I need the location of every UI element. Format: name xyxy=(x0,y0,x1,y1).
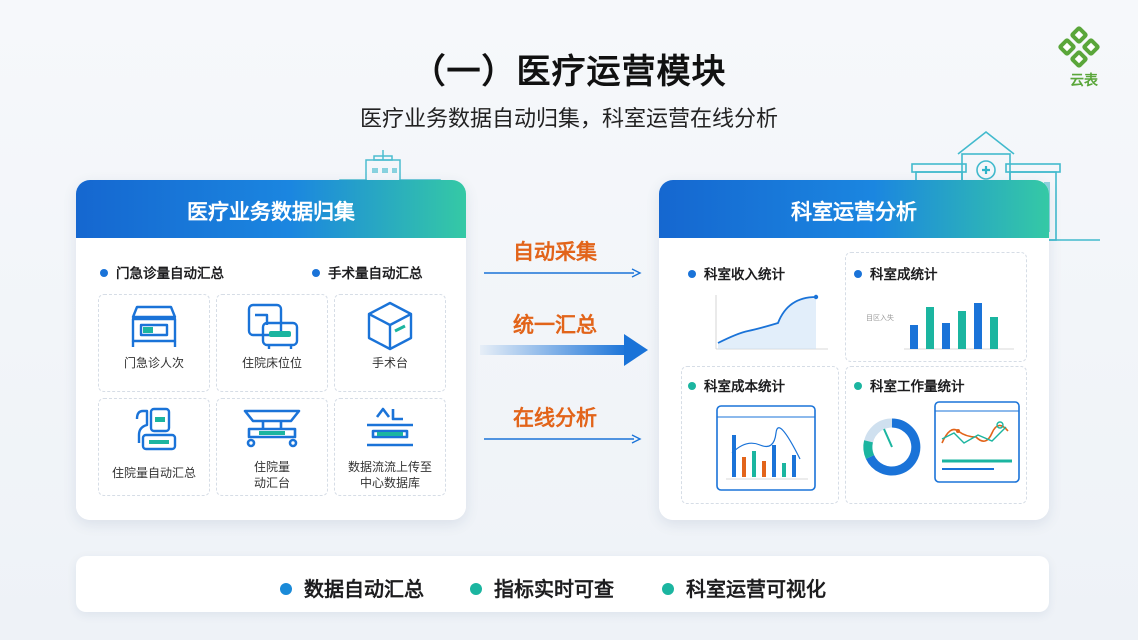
item-card-operating[interactable]: 住院量 动汇台 xyxy=(216,398,328,496)
workload-line-chart xyxy=(934,401,1020,483)
bullet-dot xyxy=(662,582,674,595)
item-card-outpatient[interactable]: 门急诊人次 xyxy=(98,294,210,392)
item-label: 住院床位位 xyxy=(241,356,302,370)
bullet-dot xyxy=(854,270,862,278)
footer-item-visualization: 科室运营可视化 xyxy=(662,573,826,602)
thin-arrow-icon xyxy=(484,434,642,444)
bullet-dot xyxy=(688,382,696,390)
right-panel-title: 科室运营分析 xyxy=(791,200,917,224)
section-title-text: 门急诊量自动汇总 xyxy=(116,266,224,282)
item-label: 住院量 动汇台 xyxy=(253,460,290,490)
card-title-text: 科室成统计 xyxy=(870,267,938,283)
cost-combo-chart xyxy=(716,405,816,491)
cost-bar-chart xyxy=(904,303,1014,350)
section-title-text: 手术量自动汇总 xyxy=(328,266,423,282)
card-title: 科室工作量统计 xyxy=(854,375,965,395)
item-label: 数据流流上传至 中心数据库 xyxy=(347,460,432,490)
income-line-chart xyxy=(715,294,828,350)
item-label: 门急诊人次 xyxy=(123,356,184,370)
workload-donut-chart xyxy=(863,418,921,476)
footer-item-realtime: 指标实时可查 xyxy=(470,573,614,602)
card-title: 科室成本统计 xyxy=(688,375,785,395)
bullet-dot xyxy=(854,382,862,390)
thin-arrow-icon xyxy=(484,268,642,278)
cube-box-icon xyxy=(367,301,413,351)
database-upload-icon xyxy=(367,407,413,447)
item-label: 住院量自动汇总 xyxy=(111,466,196,480)
logo-text: 云表 xyxy=(1070,73,1098,89)
bullet-dot xyxy=(312,269,320,277)
page-title: （一）医疗运营模块 xyxy=(411,52,727,92)
footer-item-auto-summary: 数据自动汇总 xyxy=(280,573,424,602)
card-cost[interactable]: 科室成本统计 xyxy=(681,366,839,504)
card-workload[interactable]: 科室工作量统计 xyxy=(845,366,1027,504)
section-title-surgery: 手术量自动汇总 xyxy=(312,262,423,282)
inpatient-icon xyxy=(135,407,177,451)
bullet-dot xyxy=(688,270,696,278)
left-panel-header: 医疗业务数据归集 xyxy=(76,180,466,238)
left-panel-title: 医疗业务数据归集 xyxy=(187,200,355,224)
card-cost-rate[interactable]: 科室成统计 目区入失 xyxy=(845,252,1027,362)
right-panel-body: 科室收入统计 科室成统计 目区入失 xyxy=(659,238,1049,520)
item-card-surgery[interactable]: 手术台 xyxy=(334,294,446,392)
item-card-database[interactable]: 数据流流上传至 中心数据库 xyxy=(334,398,446,496)
right-panel-header: 科室运营分析 xyxy=(659,180,1049,238)
footer-item-label: 指标实时可查 xyxy=(494,577,614,601)
right-panel: 科室运营分析 科室收入统计 科室成统计 目区入失 xyxy=(659,180,1049,520)
hospital-bed-icon xyxy=(131,305,177,347)
card-title-text: 科室工作量统计 xyxy=(870,379,965,395)
bold-arrow-icon xyxy=(480,334,648,366)
card-title-text: 科室收入统计 xyxy=(704,267,785,283)
page-subtitle: 医疗业务数据自动归集，科室运营在线分析 xyxy=(359,107,778,132)
bed-occupancy-icon xyxy=(247,303,299,349)
item-card-inpatient[interactable]: 住院量自动汇总 xyxy=(98,398,210,496)
card-title-text: 科室成本统计 xyxy=(704,379,785,395)
bullet-dot xyxy=(470,582,482,595)
item-card-bed[interactable]: 住院床位位 xyxy=(216,294,328,392)
card-income[interactable]: 科室收入统计 xyxy=(681,252,839,362)
clover-logo-icon xyxy=(1054,26,1114,92)
footer-item-label: 数据自动汇总 xyxy=(304,577,424,601)
arrow-label-analyze: 在线分析 xyxy=(513,406,597,430)
item-label: 手术台 xyxy=(371,356,408,370)
left-panel: 医疗业务数据归集 门急诊量自动汇总 手术量自动汇总 门急诊人次 xyxy=(76,180,466,520)
chart-inset-label: 目区入失 xyxy=(866,314,894,322)
arrow-label-collect: 自动采集 xyxy=(513,240,597,264)
bullet-dot xyxy=(280,582,292,595)
footer-bar: 数据自动汇总 指标实时可查 科室运营可视化 xyxy=(76,556,1049,612)
operating-table-icon xyxy=(243,409,301,448)
left-panel-body: 门急诊量自动汇总 手术量自动汇总 门急诊人次 xyxy=(76,238,466,520)
footer-item-label: 科室运营可视化 xyxy=(686,577,826,601)
section-title-outpatient: 门急诊量自动汇总 xyxy=(100,262,224,282)
bullet-dot xyxy=(100,269,108,277)
arrow-label-summarize: 统一汇总 xyxy=(513,313,597,337)
card-title: 科室成统计 xyxy=(854,263,938,283)
card-title: 科室收入统计 xyxy=(688,263,785,283)
